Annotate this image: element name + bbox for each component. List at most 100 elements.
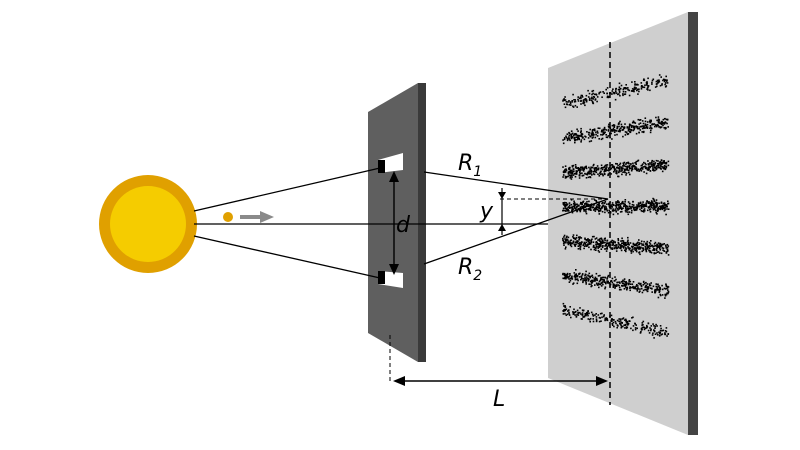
fringe-dot — [580, 127, 582, 130]
fringe-dot — [604, 239, 606, 242]
fringe-dot — [583, 167, 586, 169]
fringe-dot — [577, 137, 579, 140]
fringe-dot — [571, 101, 573, 103]
fringe-dot — [612, 321, 615, 324]
fringe-dot — [626, 287, 629, 290]
fringe-dot — [564, 201, 566, 204]
fringe-dot — [599, 242, 601, 245]
fringe-dot — [616, 201, 619, 204]
fringe-dot — [567, 310, 569, 312]
fringe-dot — [650, 129, 652, 132]
fringe-dot — [628, 94, 631, 97]
fringe-dot — [654, 209, 657, 212]
fringe-dot — [600, 170, 602, 173]
fringe-dot — [595, 133, 597, 136]
fringe-dot — [578, 272, 580, 275]
fringe-dot — [591, 285, 593, 287]
fringe-dot — [563, 309, 565, 311]
fringe-dot — [647, 209, 649, 212]
fringe-dot — [616, 207, 619, 210]
fringe-dot — [620, 324, 622, 326]
fringe-dot — [585, 94, 588, 97]
fringe-dot — [663, 202, 666, 204]
fringe-dot — [656, 251, 659, 253]
fringe-dot — [624, 91, 627, 93]
fringe-dot — [645, 203, 647, 206]
fringe-dot — [628, 125, 631, 128]
fringe-dot — [641, 210, 644, 213]
fringe-dot — [582, 100, 585, 103]
fringe-dot — [632, 164, 635, 167]
fringe-dot — [576, 205, 579, 207]
fringe-dot — [566, 238, 568, 241]
fringe-dot — [591, 174, 593, 176]
fringe-dot — [620, 249, 623, 252]
fringe-dot — [658, 202, 660, 205]
fringe-dot — [580, 277, 583, 280]
fringe-dot — [617, 246, 620, 248]
fringe-dot — [577, 248, 580, 250]
fringe-dot — [658, 205, 661, 208]
fringe-dot — [578, 97, 581, 100]
slit-barrier — [368, 83, 426, 362]
fringe-dot — [579, 245, 582, 248]
fringe-dot — [620, 281, 623, 283]
fringe-dot — [583, 168, 585, 170]
fringe-dot — [590, 97, 593, 99]
fringe-dot — [650, 328, 652, 331]
fringe-dot — [579, 96, 582, 98]
fringe-dot — [622, 325, 624, 328]
fringe-dot — [599, 237, 601, 240]
fringe-dot — [618, 207, 620, 209]
fringe-dot — [630, 90, 633, 92]
fringe-dot — [659, 286, 661, 289]
fringe-dot — [645, 124, 647, 126]
fringe-dot — [619, 87, 622, 90]
fringe-dot — [628, 124, 631, 127]
fringe-dot — [635, 169, 638, 172]
fringe-dot — [665, 127, 667, 129]
path-r2 — [423, 198, 609, 265]
fringe-dot — [563, 137, 566, 139]
fringe-dot — [620, 125, 623, 128]
fringe-dot — [636, 287, 639, 289]
fringe-dot — [611, 166, 614, 168]
fringe-dot — [644, 165, 646, 168]
fringe-dot — [621, 280, 624, 283]
fringe-dot — [623, 127, 625, 129]
label-r1: R1 — [458, 151, 482, 180]
fringe-dot — [603, 126, 606, 129]
fringe-dot — [634, 86, 636, 89]
fringe-dot — [662, 205, 665, 207]
fringe-dot — [568, 312, 570, 315]
fringe-dot — [635, 132, 638, 135]
fringe-dot — [653, 200, 656, 203]
fringe-dot — [651, 127, 653, 130]
fringe-dot — [638, 123, 640, 125]
fringe-dot — [617, 175, 619, 178]
fringe-dot — [609, 201, 611, 203]
fringe-dot — [611, 323, 614, 325]
fringe-dot — [584, 237, 586, 240]
fringe-dot — [637, 84, 639, 86]
fringe-dot — [623, 278, 626, 280]
fringe-dot — [664, 288, 667, 290]
fringe-dot — [587, 137, 590, 139]
fringe-dot — [585, 99, 588, 101]
fringe-dot — [585, 100, 588, 103]
fringe-dot — [629, 289, 631, 292]
fringe-dot — [604, 205, 606, 207]
fringe-dot — [666, 248, 669, 251]
fringe-dot — [645, 284, 648, 287]
fringe-dot — [590, 99, 593, 101]
fringe-dot — [567, 209, 569, 211]
fringe-dot — [589, 207, 592, 209]
fringe-dot — [653, 203, 655, 205]
fringe-dot — [642, 201, 644, 203]
fringe-dot — [637, 168, 640, 170]
fringe-dot — [657, 242, 660, 244]
fringe-dot — [564, 96, 566, 98]
fringe-dot — [562, 207, 565, 210]
fringe-dot — [626, 127, 629, 129]
fringe-dot — [616, 133, 618, 136]
